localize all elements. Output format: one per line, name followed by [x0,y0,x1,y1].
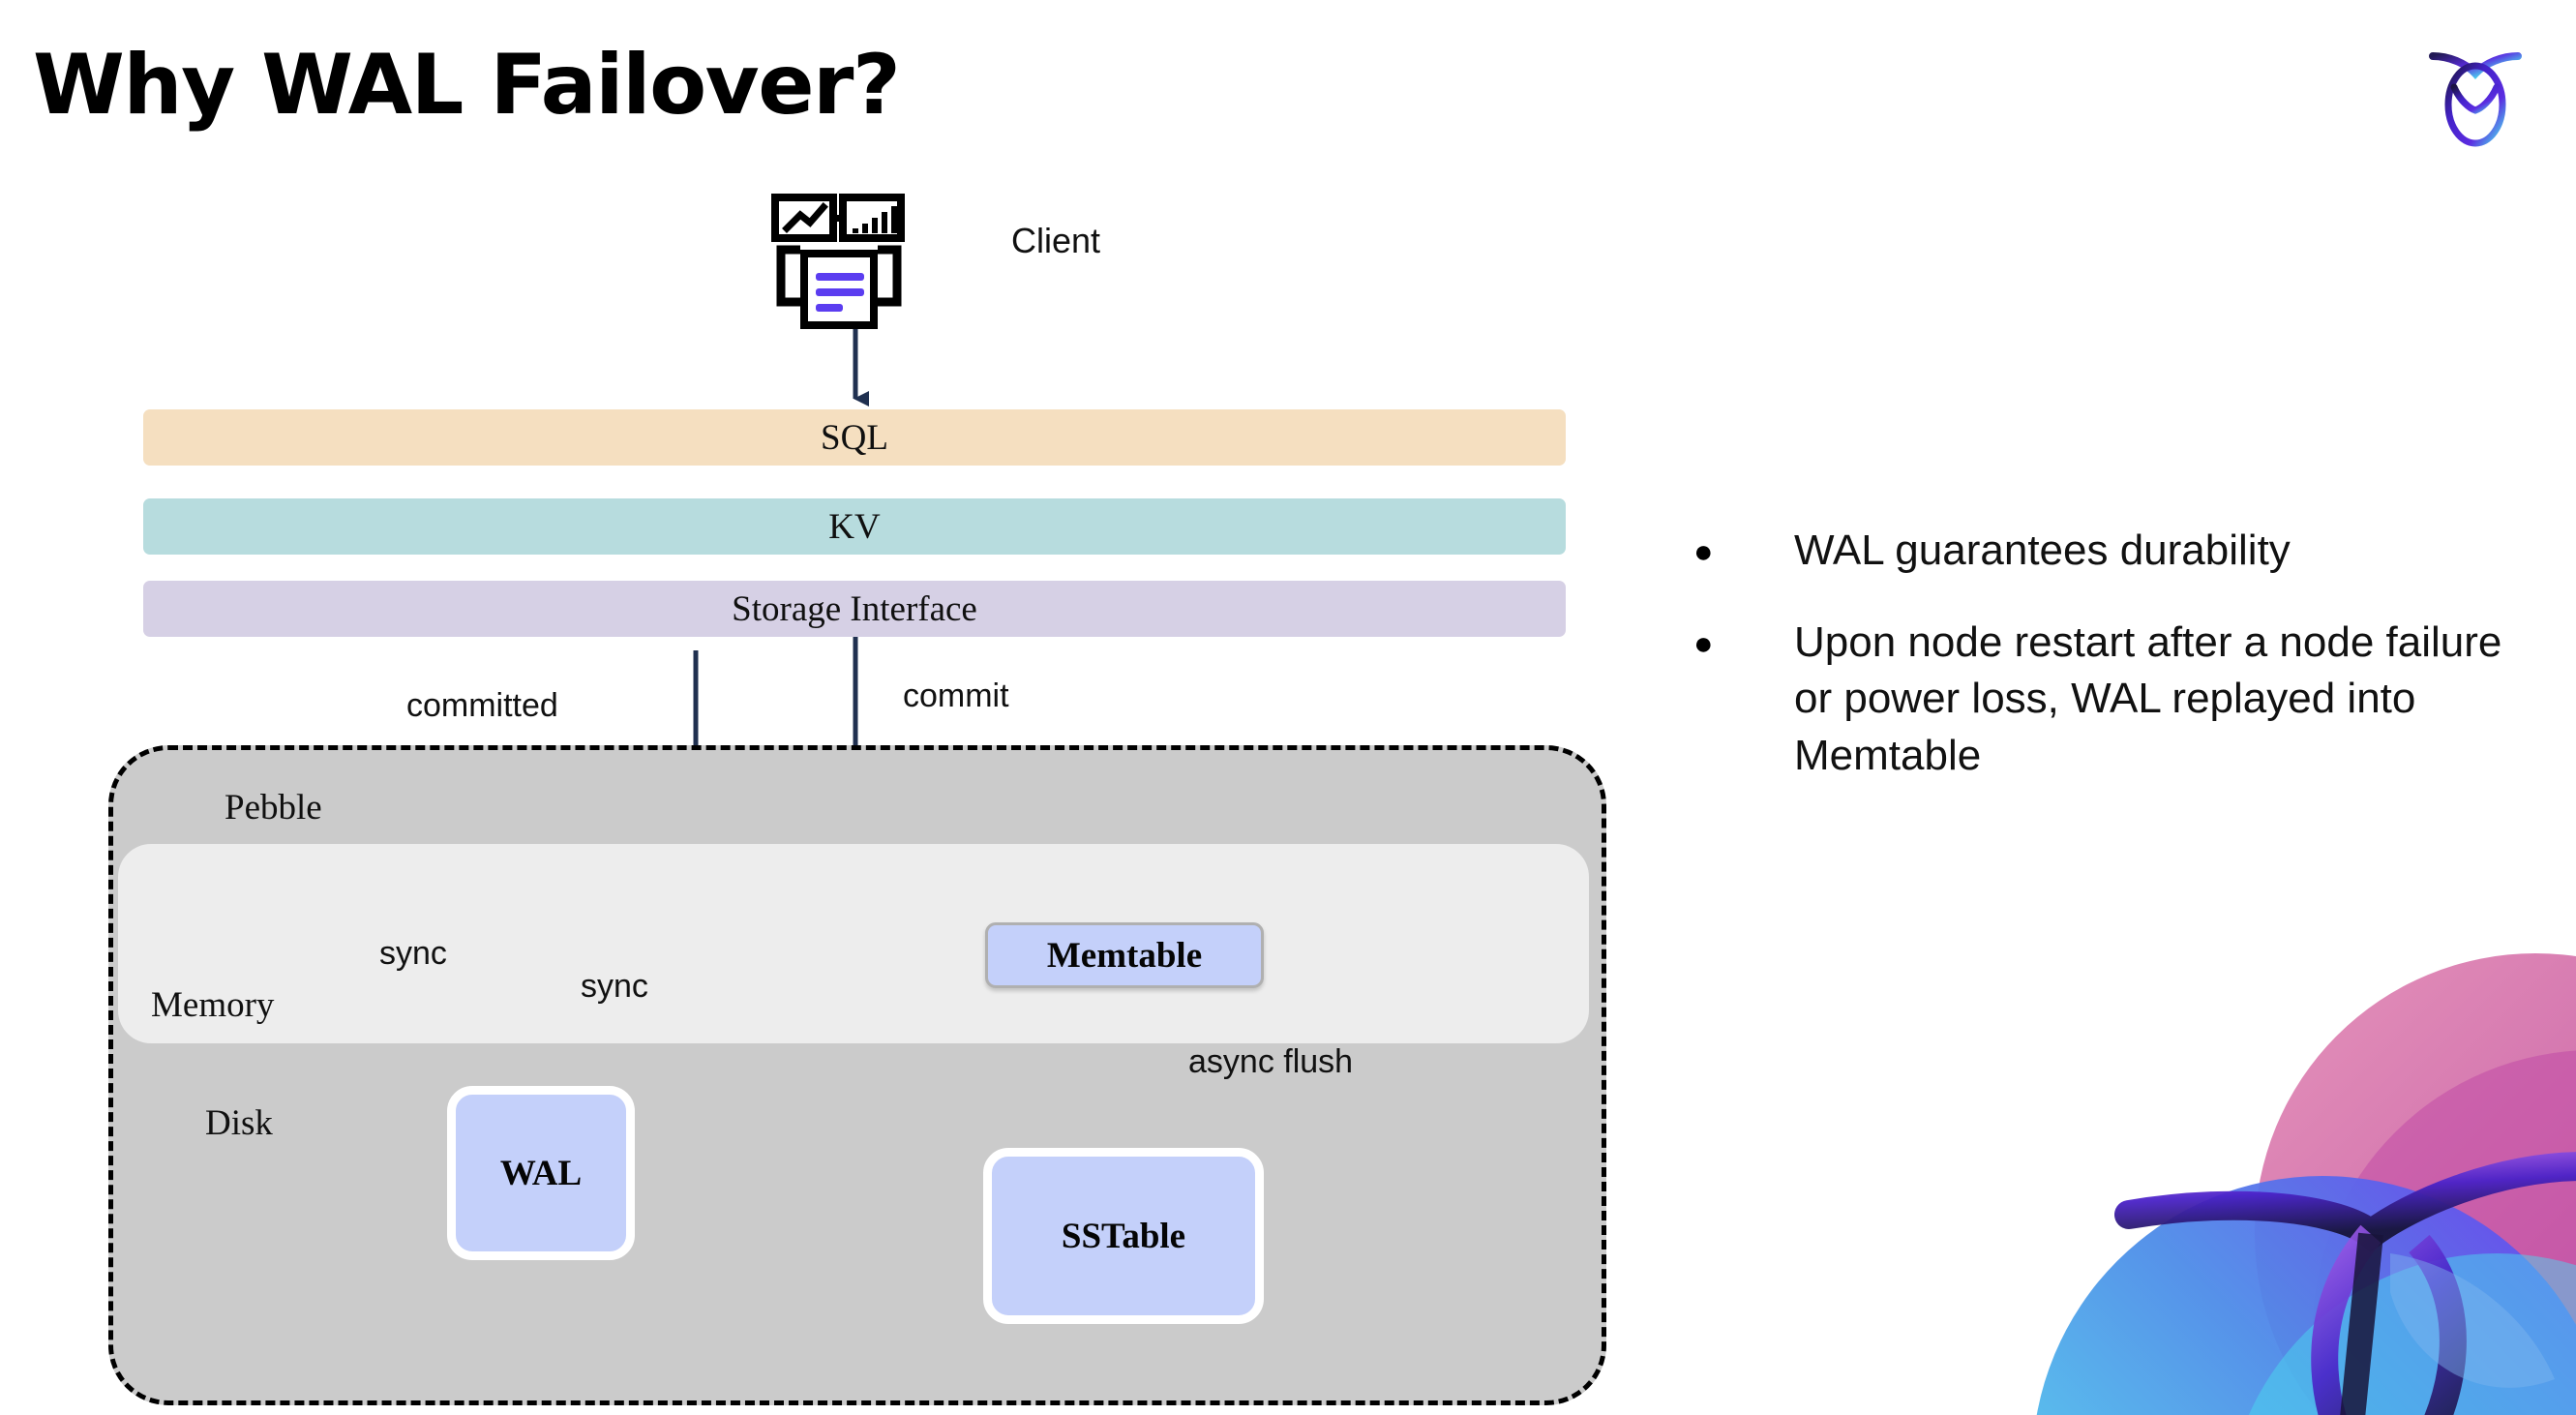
layer-bar-storage-interface: Storage Interface [143,581,1566,637]
pebble-label: Pebble [225,788,322,828]
edge-label-committed: committed [406,687,558,724]
disk-label: Disk [205,1103,273,1143]
layer-label-storage-interface: Storage Interface [732,588,977,629]
layer-bar-kv: KV [143,498,1566,555]
node-label-sstable: SSTable [1061,1216,1186,1256]
edge-label-async-flush: async flush [1188,1043,1354,1080]
bullet-text: Upon node restart after a node failure o… [1794,617,2502,779]
list-item: ● Upon node restart after a node failure… [1693,615,2535,785]
edge-label-sync-a: sync [379,935,447,972]
layer-label-kv: KV [828,506,881,547]
bullet-text: WAL guarantees durability [1794,527,2291,574]
client-dashboard-icon [771,194,926,329]
page-title: Why WAL Failover? [33,37,901,134]
list-item: ● WAL guarantees durability [1693,523,2535,580]
layer-label-sql: SQL [821,417,888,458]
client-label: Client [1011,221,1101,260]
node-sstable: SSTable [983,1148,1264,1324]
layer-bar-sql: SQL [143,409,1566,466]
cockroach-watermark-icon [1955,924,2576,1415]
memory-label: Memory [151,985,275,1025]
bullet-list: ● WAL guarantees durability ● Upon node … [1693,523,2535,819]
edge-label-commit: commit [903,677,1009,714]
bullet-marker-icon: ● [1693,624,1714,662]
bullet-marker-icon: ● [1693,533,1714,570]
node-label-wal: WAL [499,1153,583,1193]
memory-region [118,844,1589,1043]
node-memtable: Memtable [985,922,1264,988]
edge-label-sync-b: sync [581,968,648,1005]
cockroach-logo-icon [2415,31,2535,151]
node-label-memtable: Memtable [1046,935,1203,976]
node-wal: WAL [447,1086,635,1260]
architecture-diagram: Client SQL KV Storage Interface Pebble M… [108,194,1606,1405]
